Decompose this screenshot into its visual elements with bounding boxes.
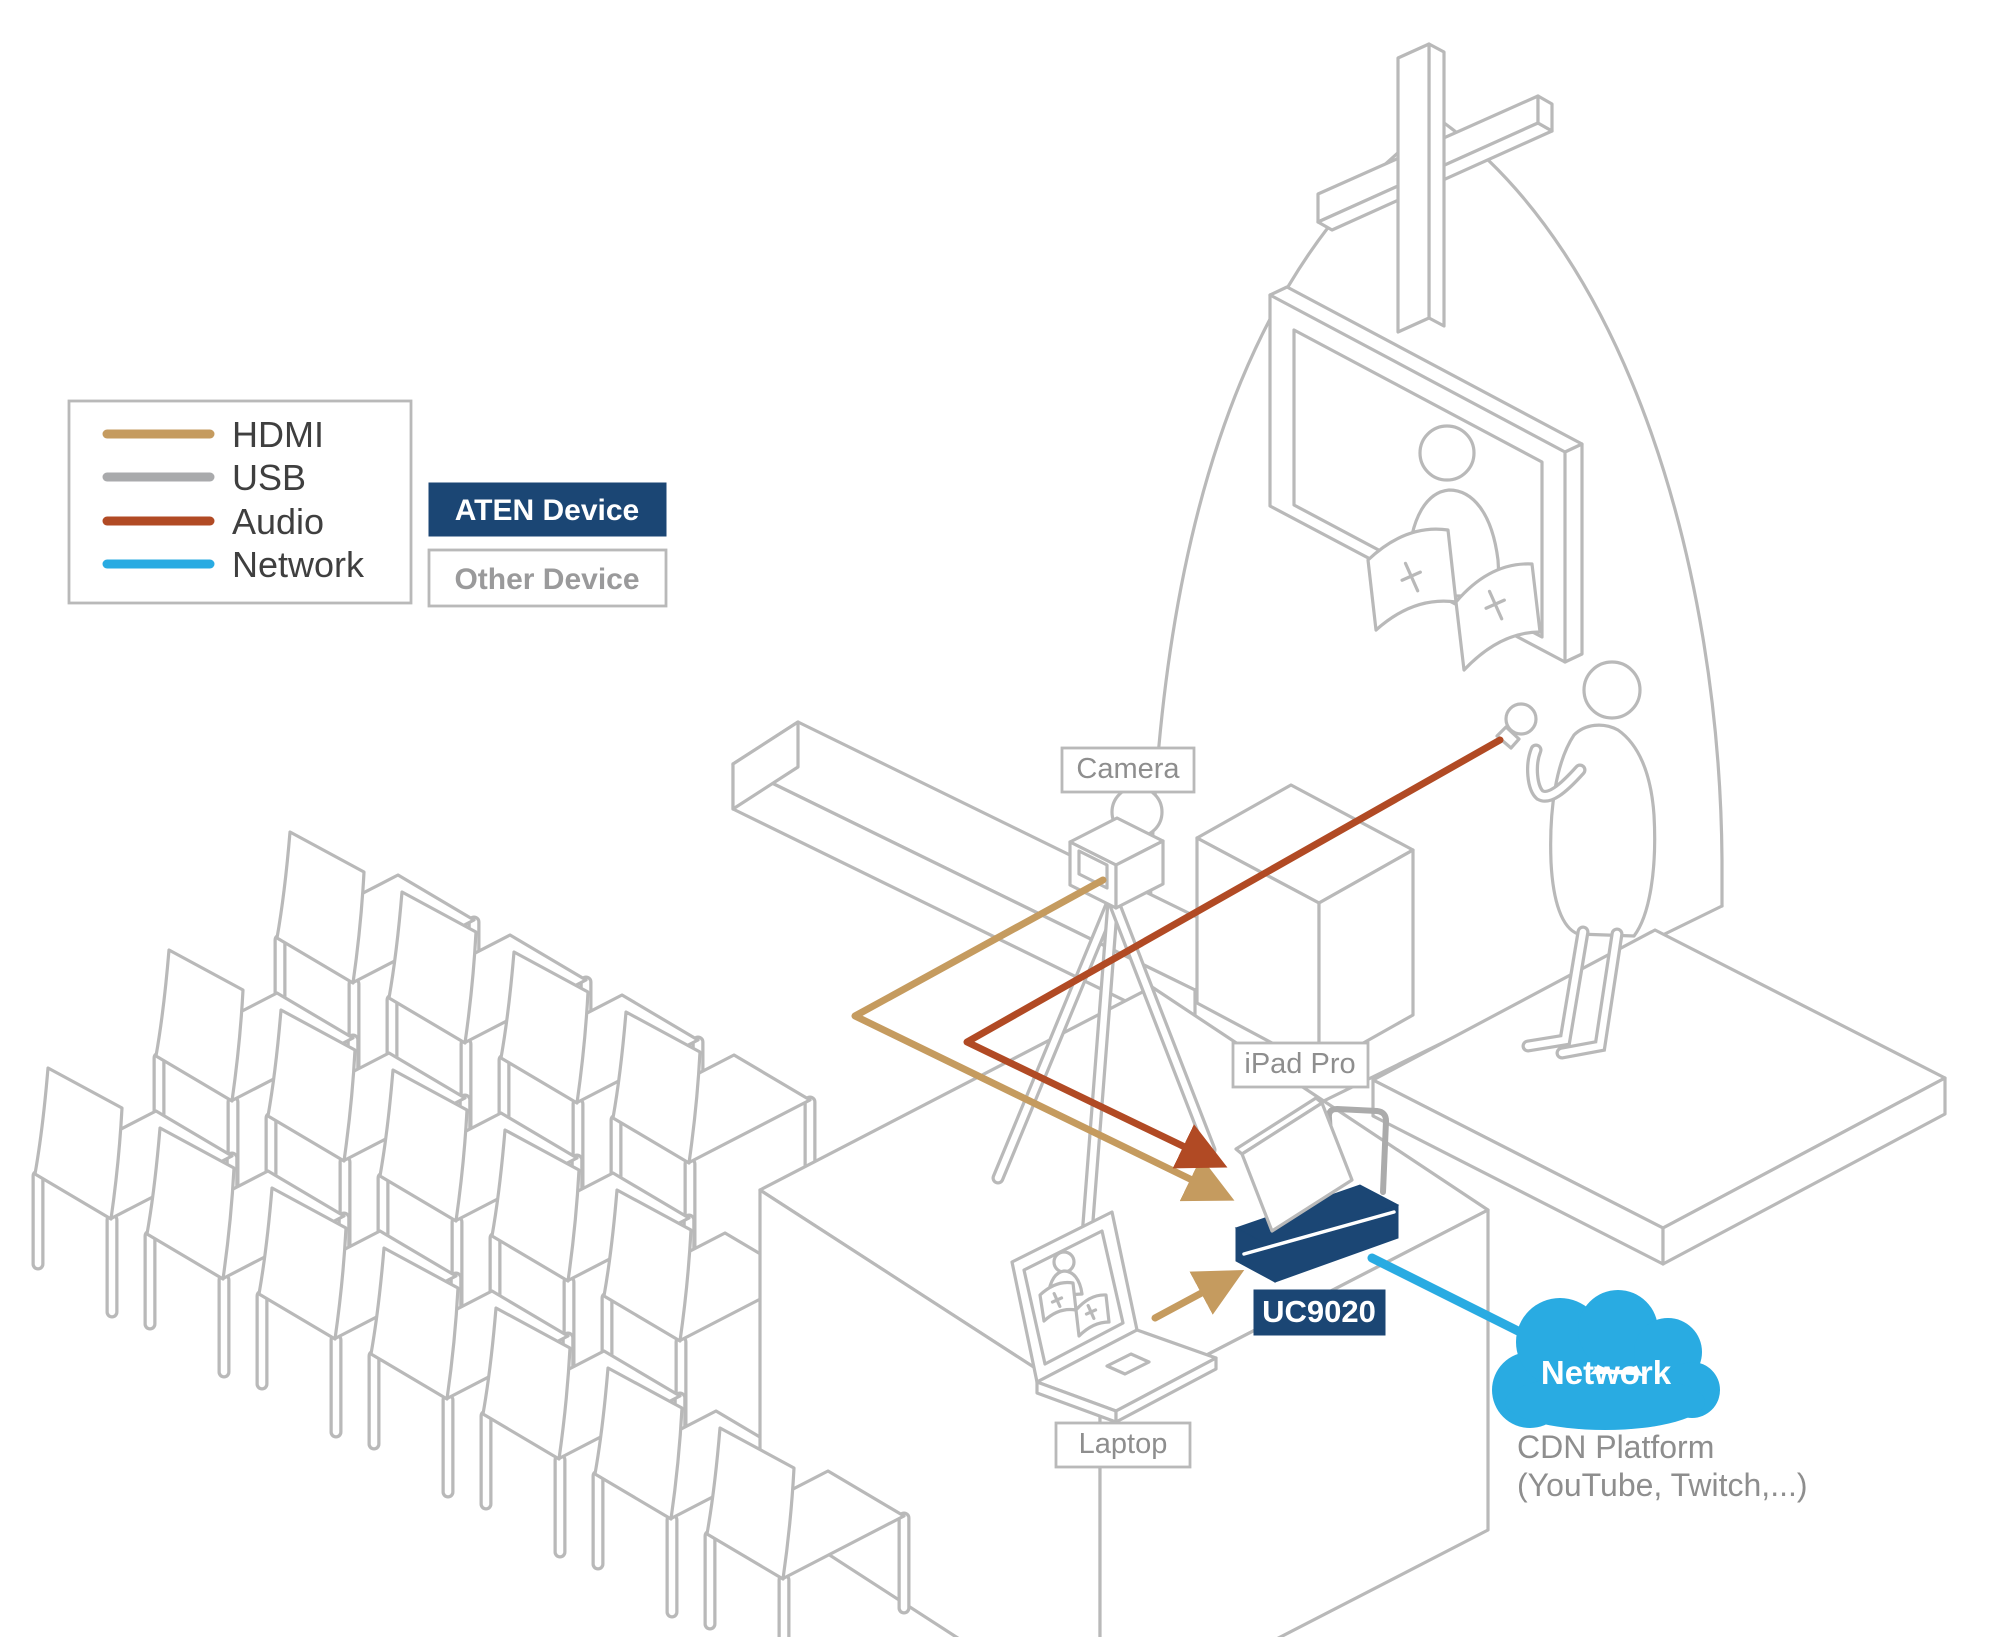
other-device-badge-text: Other Device — [454, 563, 639, 596]
network-cloud: Network — [1492, 1290, 1720, 1430]
legend-usb-label: USB — [232, 457, 306, 498]
uc9020-label-text: UC9020 — [1262, 1294, 1376, 1329]
camera-label-text: Camera — [1076, 753, 1180, 785]
cloud-network-label: Network — [1541, 1354, 1672, 1391]
audience-chairs — [35, 832, 810, 1612]
ipad-stand — [1325, 1106, 1389, 1195]
legend-item-audio: Audio — [102, 501, 324, 542]
legend-network-label: Network — [232, 544, 365, 585]
cross-icon — [1316, 42, 1554, 334]
side-table — [1195, 783, 1415, 1070]
preacher-on-screen — [1366, 424, 1542, 672]
aten-device-badge-text: ATEN Device — [455, 494, 640, 527]
legend-item-network: Network — [102, 544, 365, 585]
laptop-label: Laptop — [1054, 1421, 1192, 1469]
ipad-device — [1234, 1096, 1354, 1233]
preacher-on-laptop-screen — [1038, 1250, 1111, 1338]
camera-label: Camera — [1060, 746, 1196, 794]
aten-device-badge: ATEN Device — [428, 482, 667, 537]
other-device-badge: Other Device — [427, 548, 668, 608]
ipad-pro-label-text: iPad Pro — [1244, 1048, 1355, 1080]
legend-item-hdmi: HDMI — [102, 414, 324, 455]
ipad-pro-label: iPad Pro — [1231, 1041, 1370, 1089]
cdn-platform-line2: (YouTube, Twitch,...) — [1517, 1467, 1808, 1503]
laptop-illustration — [1010, 1210, 1218, 1424]
hdmi-cable-laptop-to-uc9020 — [1151, 1270, 1245, 1322]
uc9020-device — [1234, 1184, 1400, 1283]
cdn-platform-line1: CDN Platform — [1517, 1429, 1714, 1465]
wall-display-screen — [1268, 285, 1584, 672]
audio-cable-mic-to-uc9020 — [963, 736, 1504, 1169]
network-cable-uc9020-to-cloud — [1367, 1253, 1545, 1347]
hdmi-cable-camera-to-uc9020 — [851, 876, 1235, 1202]
legend-item-usb: USB — [102, 457, 306, 498]
legend-audio-label: Audio — [232, 501, 324, 542]
legend: HDMI USB Audio Network — [67, 399, 413, 605]
laptop-label-text: Laptop — [1079, 1428, 1168, 1460]
microphone-icon — [1495, 702, 1538, 750]
device-key: ATEN Device Other Device — [427, 482, 668, 608]
cdn-caption: CDN Platform (YouTube, Twitch,...) — [1517, 1429, 1808, 1503]
camera-illustration — [1068, 785, 1165, 910]
stage-platform — [1371, 928, 1947, 1266]
legend-hdmi-label: HDMI — [232, 414, 324, 455]
speaker-person — [1495, 660, 1657, 1060]
uc9020-label: UC9020 — [1253, 1289, 1386, 1336]
